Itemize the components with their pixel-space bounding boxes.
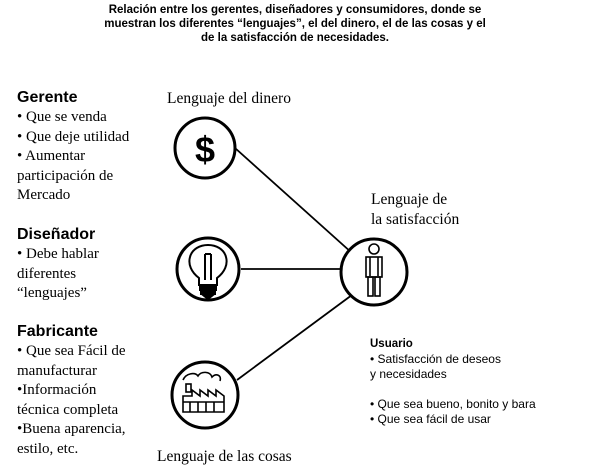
fabricante-line: • Que sea Fácil de: [17, 343, 126, 359]
satisfaction-language-label-1: Lenguaje de: [371, 191, 448, 208]
gerente-line: Mercado: [17, 187, 71, 203]
gerente-title: Gerente: [17, 89, 78, 106]
money-language-label: Lenguaje del dinero: [167, 90, 291, 107]
disenador-line: diferentes: [17, 265, 77, 282]
usuario-title: Usuario: [370, 338, 413, 350]
usuario-block: Usuario • Satisfacción de deseos y neces…: [370, 337, 536, 427]
usuario-line: y necesidades: [370, 367, 447, 381]
gerente-line: • Que se venda: [17, 109, 107, 125]
satisfaction-language-label-2: la satisfacción: [371, 211, 460, 228]
disenador-block: Diseñador • Debe hablar diferentes “leng…: [17, 225, 99, 304]
caption-line-2: muestran los diferentes “lenguajes”, el …: [104, 18, 486, 30]
fabricante-line: estilo, etc.: [17, 440, 79, 457]
fabricante-block: Fabricante • Que sea Fácil de manufactur…: [17, 322, 126, 459]
user-node: [339, 237, 409, 307]
usuario-line: • Que sea fácil de usar: [370, 412, 491, 426]
figure-caption: Relación entre los gerentes, diseñadores…: [70, 3, 520, 45]
factory-icon: [182, 371, 225, 413]
gerente-line: • Aumentar: [17, 148, 86, 164]
fabricante-line: •Buena aparencia,: [17, 421, 126, 437]
money-node: [173, 116, 237, 180]
dollar-icon: $: [195, 129, 215, 170]
disenador-line: “lenguajes”: [17, 285, 87, 301]
caption-line-1: Relación entre los gerentes, diseñadores…: [108, 4, 482, 16]
usuario-line: • Satisfacción de deseos: [370, 352, 501, 366]
caption-line-3: de la satisfacción de necesidades.: [201, 32, 389, 44]
gerente-line: participación de: [17, 167, 114, 184]
connector-money-user: [234, 147, 353, 254]
usuario-spacer: [370, 382, 536, 397]
fabricante-line: técnica completa: [17, 401, 119, 418]
person-icon: [365, 243, 383, 297]
disenador-line: • Debe hablar: [17, 246, 99, 262]
disenador-title: Diseñador: [17, 226, 96, 243]
fabricante-line: manufacturar: [17, 362, 97, 379]
things-language-label: Lenguaje de las cosas: [157, 448, 292, 465]
gerente-block: Gerente • Que se venda • Que deje utilid…: [17, 88, 129, 206]
fabricante-title: Fabricante: [17, 323, 98, 340]
svg-text:$: $: [195, 129, 215, 170]
light-bulb-icon: [188, 243, 228, 301]
connector-things-user: [236, 291, 357, 381]
usuario-line: • Que sea bueno, bonito y bara: [370, 397, 536, 411]
fabricante-line: •Información: [17, 382, 97, 398]
gerente-line: • Que deje utilidad: [17, 128, 130, 145]
